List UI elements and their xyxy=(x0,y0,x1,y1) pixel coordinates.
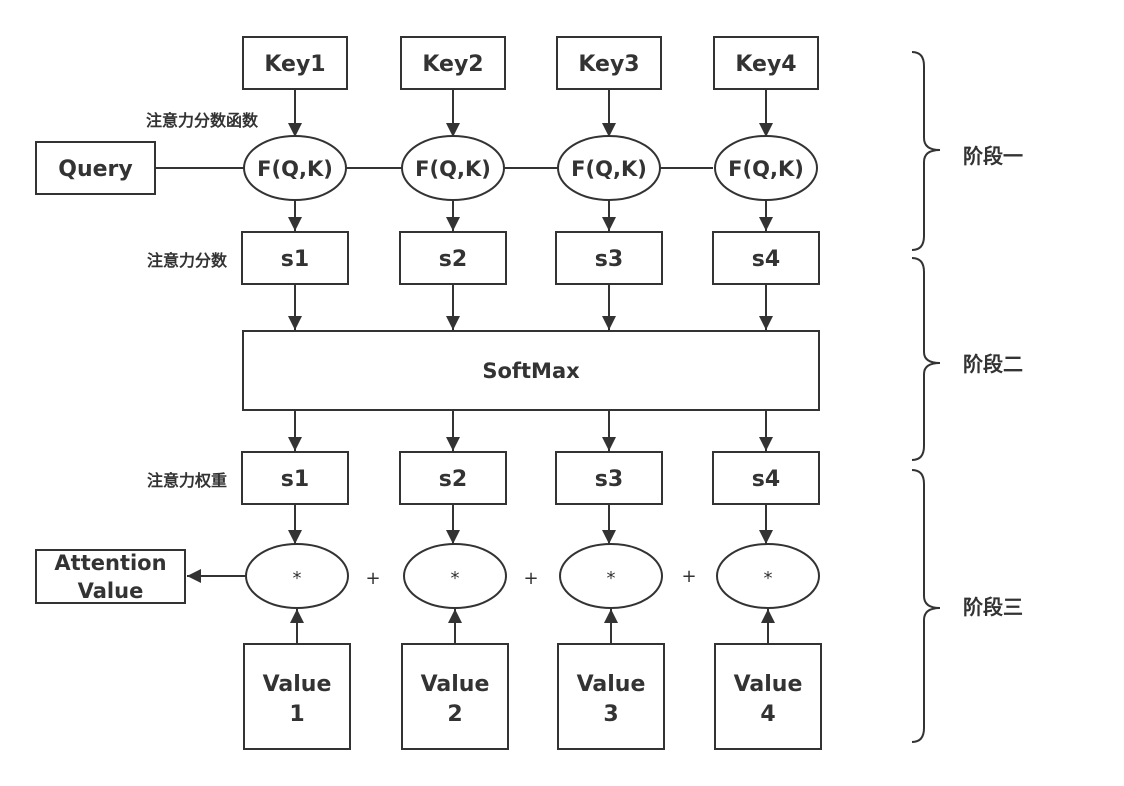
score-function-label: F(Q,K) xyxy=(415,157,491,181)
stage-2-label: 阶段二 xyxy=(963,352,1023,376)
attention-value-line2: Value xyxy=(78,579,144,603)
value-label-line2: 4 xyxy=(760,702,775,727)
value-label-line2: 3 xyxy=(603,702,618,727)
value-label-line1: Value xyxy=(263,672,332,697)
stage-1-brace xyxy=(911,51,941,251)
value-label-line2: 2 xyxy=(447,702,462,727)
annotation-score-function: 注意力分数函数 xyxy=(146,111,259,130)
weight-label: s1 xyxy=(281,467,309,492)
score-label: s3 xyxy=(595,247,623,272)
weight-label: s3 xyxy=(595,467,623,492)
value-box-2: Value 2 xyxy=(401,643,509,750)
key-box-2: Key2 xyxy=(400,36,506,90)
multiply-node-3: * xyxy=(559,543,663,609)
score-box-4: s4 xyxy=(712,231,820,285)
score-function-label: F(Q,K) xyxy=(257,157,333,181)
weight-label: s2 xyxy=(439,467,467,492)
score-function-label: F(Q,K) xyxy=(571,157,647,181)
value-label-line2: 1 xyxy=(289,702,304,727)
multiply-label: * xyxy=(451,568,460,589)
score-box-2: s2 xyxy=(399,231,507,285)
stage-1-label: 阶段一 xyxy=(963,144,1023,168)
plus-op-2: + xyxy=(523,568,538,589)
multiply-label: * xyxy=(293,568,302,589)
score-label: s1 xyxy=(281,247,309,272)
stage-3-brace xyxy=(911,469,941,743)
multiply-label: * xyxy=(607,568,616,589)
weight-box-1: s1 xyxy=(241,451,349,505)
score-function-node-3: F(Q,K) xyxy=(557,135,661,201)
score-function-node-2: F(Q,K) xyxy=(401,135,505,201)
key-label: Key4 xyxy=(735,52,796,77)
value-box-4: Value 4 xyxy=(714,643,822,750)
score-label: s2 xyxy=(439,247,467,272)
value-box-3: Value 3 xyxy=(557,643,665,750)
score-box-3: s3 xyxy=(555,231,663,285)
plus-op-1: + xyxy=(365,568,380,589)
key-box-3: Key3 xyxy=(556,36,662,90)
attention-value-line1: Attention xyxy=(54,551,166,575)
weight-box-4: s4 xyxy=(712,451,820,505)
key-label: Key1 xyxy=(264,52,325,77)
softmax-label: SoftMax xyxy=(482,359,580,383)
weight-label: s4 xyxy=(752,467,780,492)
multiply-node-1: * xyxy=(245,543,349,609)
score-function-label: F(Q,K) xyxy=(728,157,804,181)
weight-box-3: s3 xyxy=(555,451,663,505)
weight-box-2: s2 xyxy=(399,451,507,505)
stage-3-label: 阶段三 xyxy=(963,595,1023,619)
value-label-line1: Value xyxy=(734,672,803,697)
annotation-score: 注意力分数 xyxy=(147,251,228,270)
annotation-weight: 注意力权重 xyxy=(147,471,227,490)
multiply-node-2: * xyxy=(403,543,507,609)
key-box-1: Key1 xyxy=(242,36,348,90)
score-label: s4 xyxy=(752,247,780,272)
value-label-line1: Value xyxy=(421,672,490,697)
multiply-label: * xyxy=(764,568,773,589)
score-function-node-1: F(Q,K) xyxy=(243,135,347,201)
key-label: Key3 xyxy=(578,52,639,77)
softmax-box: SoftMax xyxy=(242,330,820,411)
score-function-node-4: F(Q,K) xyxy=(714,135,818,201)
key-box-4: Key4 xyxy=(713,36,819,90)
value-label-line1: Value xyxy=(577,672,646,697)
key-label: Key2 xyxy=(422,52,483,77)
multiply-node-4: * xyxy=(716,543,820,609)
query-box: Query xyxy=(35,141,156,195)
score-box-1: s1 xyxy=(241,231,349,285)
query-label: Query xyxy=(58,157,132,182)
stage-2-brace xyxy=(911,257,941,461)
value-box-1: Value 1 xyxy=(243,643,351,750)
plus-op-3: + xyxy=(681,566,696,587)
attention-value-box: Attention Value xyxy=(35,549,186,604)
